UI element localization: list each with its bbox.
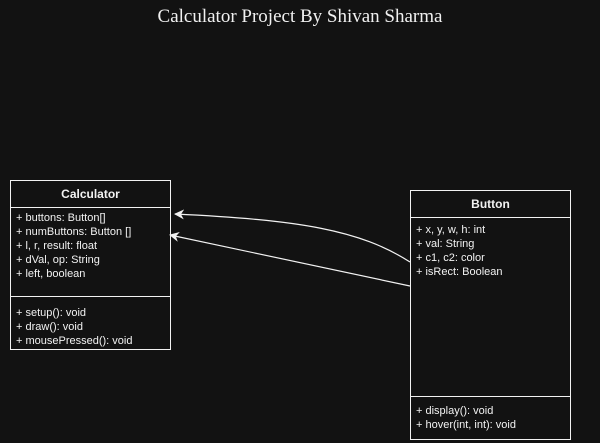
button-methods: + display(): void + hover(int, int): voi…	[411, 404, 570, 432]
button-divider	[411, 396, 570, 397]
calculator-attribute: + left, boolean	[16, 268, 86, 280]
calculator-class-name: Calculator	[11, 181, 170, 208]
calculator-method: + setup(): void	[16, 307, 87, 319]
calculator-class-box[interactable]: Calculator + buttons: Button[] + numButt…	[10, 180, 171, 350]
calculator-attribute: + l, r, result: float	[16, 240, 98, 252]
lower-association-arrow[interactable]	[169, 231, 411, 287]
upper-association-arrow[interactable]	[174, 209, 411, 263]
calculator-attributes: + buttons: Button[] + numButtons: Button…	[11, 211, 170, 281]
button-attributes: + x, y, w, h: int + val: String + c1, c2…	[411, 223, 570, 279]
button-class-box[interactable]: Button + x, y, w, h: int + val: String +…	[410, 190, 571, 440]
button-attribute: + isRect: Boolean	[416, 266, 503, 278]
calculator-methods: + setup(): void + draw(): void + mousePr…	[11, 306, 170, 348]
button-attribute: + x, y, w, h: int	[416, 224, 486, 236]
diagram-title: Calculator Project By Shivan Sharma	[157, 6, 443, 27]
button-method: + display(): void	[416, 405, 494, 417]
calculator-attribute: + buttons: Button[]	[16, 212, 106, 224]
button-attribute: + val: String	[416, 238, 475, 250]
calculator-method: + mousePressed(): void	[16, 335, 133, 347]
button-class-name: Button	[411, 191, 570, 218]
button-method: + hover(int, int): void	[416, 419, 516, 431]
calculator-attribute: + numButtons: Button []	[16, 226, 132, 238]
calculator-attribute: + dVal, op: String	[16, 254, 100, 266]
calculator-divider	[11, 296, 170, 297]
calculator-method: + draw(): void	[16, 321, 83, 333]
button-attribute: + c1, c2: color	[416, 252, 485, 264]
